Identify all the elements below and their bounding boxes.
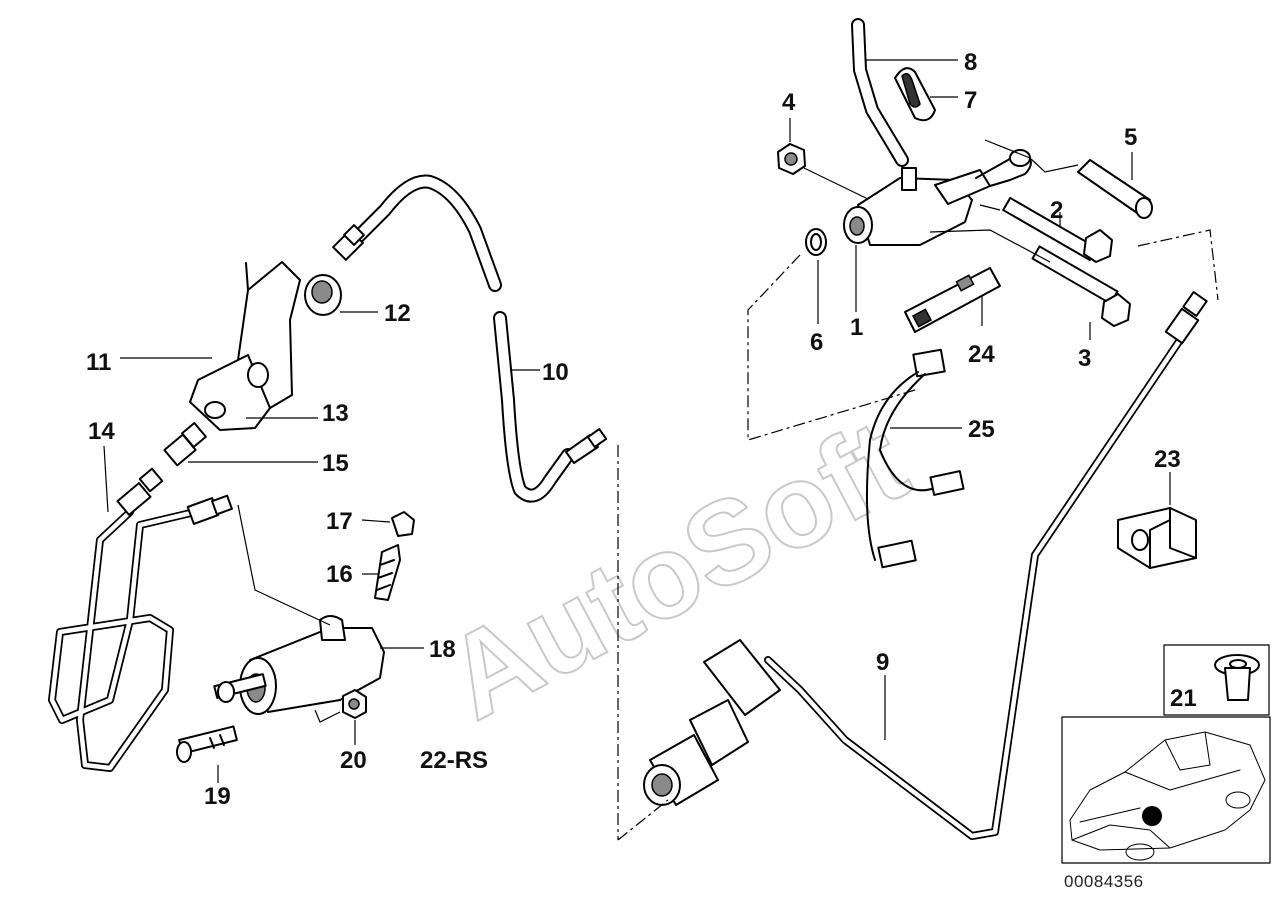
callout-5: 5 bbox=[1124, 124, 1137, 151]
part-12-grommet bbox=[304, 274, 342, 316]
part-17-cap bbox=[391, 511, 415, 537]
callout-17: 17 bbox=[326, 508, 353, 535]
set-label-22-rs: 22-RS bbox=[420, 747, 488, 774]
callout-2: 2 bbox=[1050, 197, 1063, 224]
diagram-reference-code: 00084356 bbox=[1064, 872, 1144, 891]
callout-3: 3 bbox=[1078, 345, 1091, 372]
callout-6: 6 bbox=[810, 329, 823, 356]
callout-7: 7 bbox=[964, 87, 977, 114]
part-4-nut bbox=[777, 143, 806, 175]
callout-25: 25 bbox=[968, 416, 995, 443]
part-16-bleeder-screw bbox=[374, 544, 401, 601]
part-5-pin bbox=[1077, 159, 1153, 219]
callout-19: 19 bbox=[204, 783, 231, 810]
part-18-slave-cylinder bbox=[213, 615, 385, 715]
part-19-bolt bbox=[176, 725, 238, 763]
part-1-master-cylinder bbox=[843, 167, 991, 246]
callout-4: 4 bbox=[782, 89, 796, 116]
part-6-o-ring bbox=[805, 228, 827, 256]
part-10-hose bbox=[332, 174, 608, 503]
callout-15: 15 bbox=[322, 450, 349, 477]
callout-14: 14 bbox=[88, 418, 115, 445]
callout-12: 12 bbox=[384, 300, 411, 327]
car-locator-inset bbox=[1061, 716, 1271, 864]
part-7-guide bbox=[894, 67, 936, 122]
callout-24: 24 bbox=[968, 341, 995, 368]
part-21-inset bbox=[1163, 644, 1270, 716]
part-25-wiring bbox=[865, 348, 965, 569]
callout-23: 23 bbox=[1154, 446, 1181, 473]
part-2-bolt bbox=[1002, 196, 1113, 263]
part-24-switch bbox=[904, 267, 1001, 333]
callout-18: 18 bbox=[429, 636, 456, 663]
part-3-bolt bbox=[1031, 245, 1131, 327]
callout-8: 8 bbox=[964, 49, 977, 76]
callout-9: 9 bbox=[876, 649, 889, 676]
callout-13: 13 bbox=[322, 400, 349, 427]
callout-21: 21 bbox=[1170, 685, 1197, 712]
part-23-clip bbox=[1117, 507, 1197, 569]
watermark-text: AutoSoft bbox=[425, 395, 927, 745]
part-8-hose bbox=[851, 18, 909, 167]
callout-11: 11 bbox=[86, 349, 111, 376]
callout-1: 1 bbox=[850, 314, 863, 341]
part-15-fitting bbox=[163, 421, 207, 467]
callout-20: 20 bbox=[340, 747, 367, 774]
location-marker-dot bbox=[1142, 806, 1162, 826]
part-11-bracket bbox=[189, 261, 301, 431]
part-14-pipe bbox=[48, 467, 233, 772]
part-9-pipe bbox=[643, 291, 1208, 840]
callout-16: 16 bbox=[326, 561, 353, 588]
part-20-nut bbox=[342, 689, 367, 719]
callout-10: 10 bbox=[542, 359, 569, 386]
